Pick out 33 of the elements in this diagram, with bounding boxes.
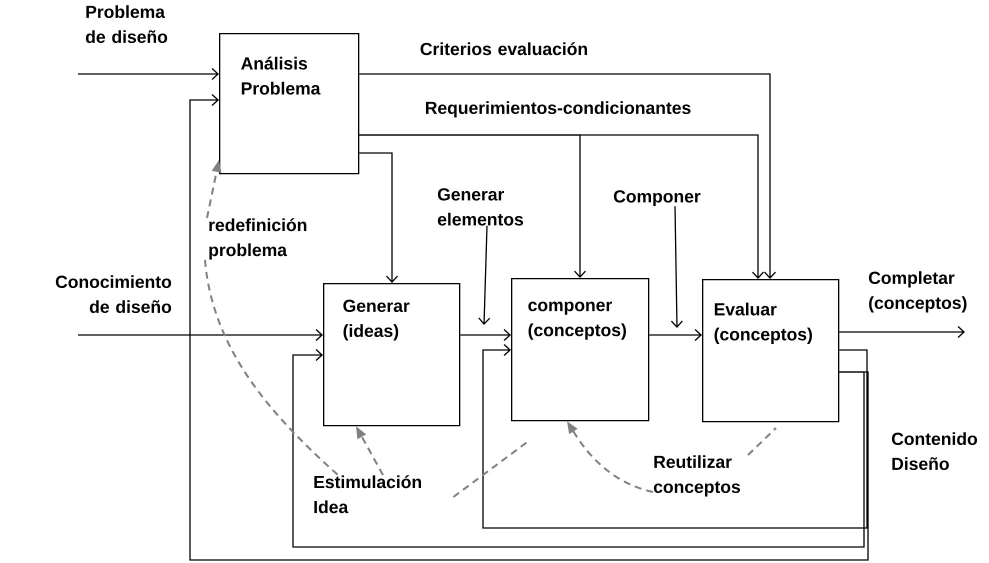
arrow	[482, 344, 868, 529]
process-box: Evaluar (conceptos)	[702, 279, 840, 422]
annotation-text: Componer	[614, 190, 700, 206]
arrow	[359, 73, 776, 279]
process-box: Análisis Problema	[219, 33, 360, 174]
annotation-text: redefinición problema	[209, 218, 306, 260]
edge-label: Completar (conceptos)	[868, 271, 966, 313]
dashed-line	[747, 427, 777, 456]
edge-label: Criterios evaluación	[420, 42, 588, 56]
arrow	[839, 326, 965, 338]
annotation-text: Reutilizar conceptos	[654, 455, 740, 497]
arrow	[78, 329, 323, 341]
dashed-arrow	[567, 421, 654, 493]
arrow	[78, 68, 219, 80]
annotation-text: Generar elementos	[438, 188, 524, 226]
annotation-text: Estimulación Idea	[314, 475, 422, 514]
arrow	[649, 329, 702, 341]
arrow	[292, 349, 865, 548]
dashed-arrow	[356, 426, 384, 476]
edge-label: Requerimientos-condicionantes	[426, 101, 690, 118]
arrow	[359, 152, 398, 283]
arrow	[359, 134, 764, 279]
edge-label: Problema de diseño	[86, 5, 168, 44]
dashed-arrow	[206, 160, 222, 218]
process-box: Generar (ideas)	[323, 283, 460, 426]
arrow	[189, 94, 869, 561]
annotation-text: Contenido Diseño	[892, 432, 978, 470]
dashed-line	[204, 260, 339, 476]
edge-label: Conocimiento de diseño	[56, 275, 172, 314]
arrow	[478, 226, 490, 325]
process-box: componer (conceptos)	[511, 278, 650, 422]
arrow	[670, 206, 683, 328]
arrow	[460, 329, 511, 341]
